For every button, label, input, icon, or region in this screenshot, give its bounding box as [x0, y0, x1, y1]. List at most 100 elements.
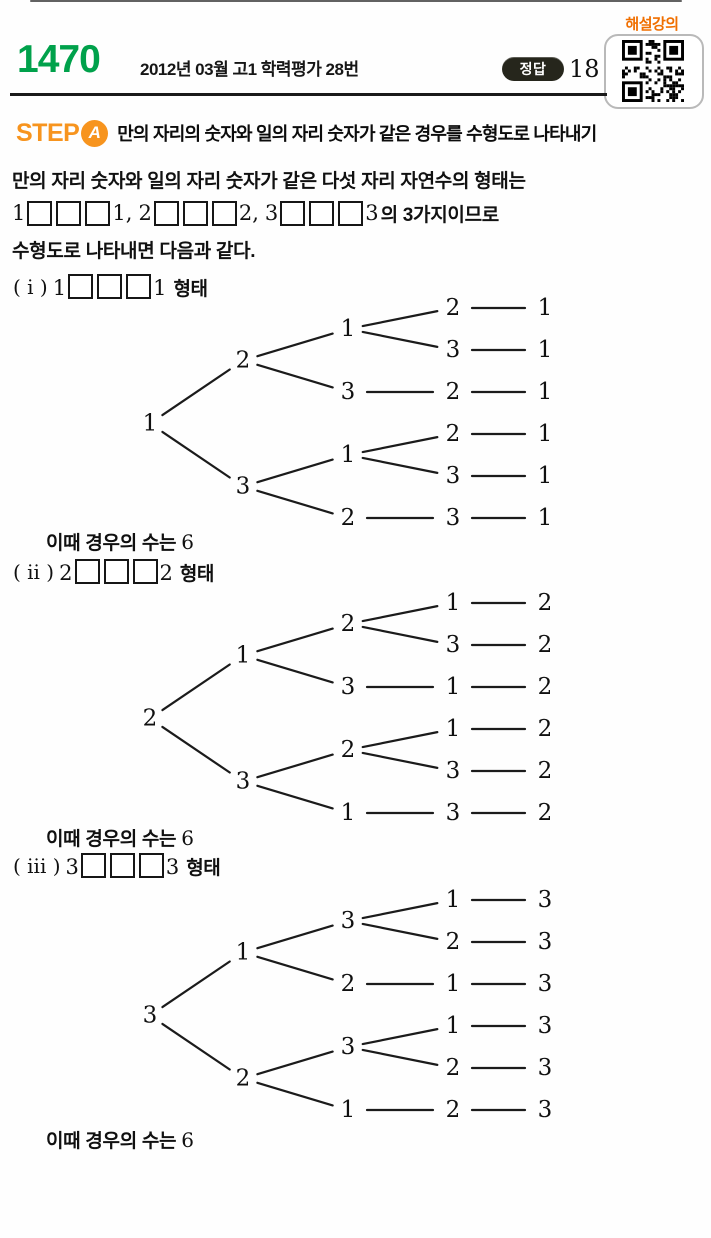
tree-node: 3: [538, 971, 553, 997]
problem-number: 1470: [17, 38, 101, 81]
tree-node: 2: [236, 1066, 251, 1092]
count-value-iii: 6: [181, 1128, 194, 1152]
tree-edge: [361, 731, 439, 749]
tree-edge: [361, 751, 439, 769]
blank-box: [56, 200, 82, 226]
form-digit: 1: [12, 201, 26, 225]
count-prefix-i: 이때 경우의 수는: [46, 533, 182, 554]
form-separator: 의 3가지이므로: [380, 204, 500, 226]
tree-node: 1: [538, 505, 553, 531]
tree-edge: [361, 1048, 439, 1066]
qr-pattern-icon: [622, 39, 684, 102]
section-heading-i: ( i ) 1 1 형태: [13, 272, 208, 302]
blank-box: [68, 273, 94, 299]
tree-node: 1: [143, 411, 158, 437]
tree-node: 2: [143, 706, 158, 732]
body-text-line1: 만의 자리 숫자와 일의 자리 숫자가 같은 다섯 자리 자연수의 형태는: [12, 171, 526, 192]
tree-node: 1: [538, 295, 553, 321]
tree-node: 3: [538, 1097, 553, 1123]
blank-box: [309, 200, 335, 226]
answer-badge: 정답: [502, 57, 564, 81]
tree-node: 1: [446, 674, 461, 700]
blank-box: [85, 200, 111, 226]
tree-node: 3: [341, 1034, 356, 1060]
tree-node: 3: [446, 632, 461, 658]
form-digit: 1: [153, 275, 167, 300]
form-digit: 1: [52, 275, 67, 300]
tree-edge: [256, 955, 334, 981]
tree-node: 2: [538, 632, 553, 658]
section-suffix-i: 형태: [173, 278, 208, 300]
tree-node: 3: [236, 474, 251, 500]
tree-node: 1: [538, 463, 553, 489]
answer-value: 18: [569, 55, 600, 83]
tree-node: 2: [538, 674, 553, 700]
step-letter-badge: A: [81, 119, 109, 147]
tree-edge: [161, 663, 231, 712]
tree-node: 3: [446, 758, 461, 784]
blank-box: [74, 558, 100, 584]
problem-source: 2012년 03월 고1 학력평가 28번: [140, 60, 359, 79]
tree-node: 2: [341, 971, 356, 997]
count-text-i: 이때 경우의 수는 6: [46, 528, 194, 555]
tree-node: 2: [538, 716, 553, 742]
tree-node: 2: [236, 348, 251, 374]
tree-node: 3: [446, 463, 461, 489]
blank-box: [338, 200, 364, 226]
tree-edge: [256, 489, 334, 515]
tree-edge: [361, 310, 439, 328]
tree-edge: [161, 1022, 231, 1071]
tree-node: 1: [446, 590, 461, 616]
tree-node: 3: [538, 929, 553, 955]
blank-box: [126, 273, 152, 299]
tree-node: 3: [446, 800, 461, 826]
tree-node: 2: [341, 737, 356, 763]
qr-code: [604, 34, 704, 109]
tree-edge: [256, 753, 334, 779]
tree-edge: [256, 1050, 334, 1076]
tree-node: 1: [341, 316, 356, 342]
tree-edge: [361, 902, 439, 920]
tree-edge: [361, 605, 439, 623]
tree-node: 1: [446, 716, 461, 742]
tree-node: 3: [236, 769, 251, 795]
blank-box: [211, 200, 237, 226]
blank-box: [132, 558, 158, 584]
tree-edge: [361, 922, 439, 940]
section-roman-i: ( i ): [13, 275, 48, 299]
tree-edge: [161, 368, 231, 417]
tree-node: 3: [538, 887, 553, 913]
section-roman-iii: ( iii ): [13, 854, 61, 878]
tree-edge: [361, 436, 439, 454]
form-separator: ,: [125, 201, 133, 225]
tree-node: 2: [538, 800, 553, 826]
tree-node: 1: [446, 971, 461, 997]
tree-node: 2: [341, 505, 356, 531]
form-digit: 2: [159, 560, 173, 585]
tree-edge: [361, 1028, 439, 1046]
section-roman-ii: ( ii ): [13, 560, 55, 584]
step-heading: STEP A 만의 자리의 숫자와 일의 자리 숫자가 같은 경우를 수형도로 …: [16, 118, 597, 148]
tree-node: 3: [341, 674, 356, 700]
form-digit: 3: [264, 201, 279, 225]
tree-node: 1: [341, 1097, 356, 1123]
tree-node: 1: [236, 940, 251, 966]
form-digit: 2: [138, 201, 152, 225]
form-digit: 2: [238, 201, 253, 225]
top-divider: [30, 0, 682, 2]
step-label: STEP: [16, 118, 80, 147]
tree-node: 2: [446, 295, 461, 321]
blank-box: [27, 200, 53, 226]
tree-edge: [256, 332, 334, 358]
blank-box: [103, 558, 129, 584]
tree-node: 3: [341, 908, 356, 934]
count-value-ii: 6: [181, 826, 194, 850]
form-digit: 3: [165, 854, 180, 879]
